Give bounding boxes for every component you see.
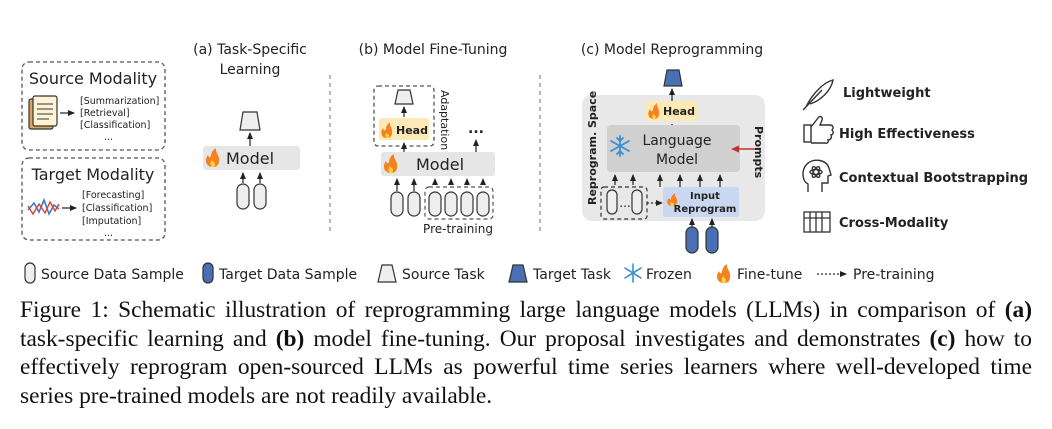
head-atom-icon: [802, 159, 832, 192]
legend-target-task: Target Task: [532, 267, 612, 283]
property-contextual: Contextual Bootstrapping: [839, 171, 1028, 186]
legend-target-task-icon: [508, 264, 528, 283]
panel-a-model-label: Model: [226, 149, 274, 168]
pretraining-label: Pre-training: [423, 222, 493, 236]
schematic-diagram: Source Modality [Summarization] [Retriev…: [21, 42, 1028, 284]
snowflake-icon: [610, 135, 630, 157]
model-block: [381, 152, 495, 176]
feather-icon: [802, 79, 834, 111]
flame-icon: [383, 154, 398, 173]
source-task-1: [Summarization]: [80, 96, 159, 107]
legend: Source Data Sample Target Data Sample So…: [24, 262, 935, 284]
panel-c-title: (c) Model Reprogramming: [581, 42, 763, 58]
target-task-1: [Forecasting]: [82, 190, 144, 201]
flame-icon: [648, 103, 660, 119]
source-modality-title: Source Modality: [29, 69, 157, 88]
thumbs-up-icon: [803, 115, 834, 144]
legend-target-sample: Target Data Sample: [218, 267, 357, 283]
language-model-block: [607, 125, 740, 172]
panel-b-model-label: Model: [416, 155, 464, 174]
source-sample-pill: [253, 183, 267, 210]
property-cross-modality: Cross-Modality: [839, 216, 949, 231]
panel-a: (a) Task-Specific Learning Model: [193, 42, 307, 210]
legend-source-sample: Source Data Sample: [41, 267, 184, 283]
panel-a-title-line1: (a) Task-Specific: [193, 42, 307, 58]
source-task-3: [Classification]: [80, 120, 150, 131]
target-task-3: [Imputation]: [82, 216, 141, 227]
target-modality-title: Target Modality: [31, 165, 155, 184]
target-task-trapezoid-icon: [663, 69, 683, 87]
source-sample-pill: [631, 189, 643, 215]
legend-pretraining: Pre-training: [853, 267, 935, 283]
legend-source-sample-icon: [24, 262, 36, 284]
legend-target-sample-icon: [202, 262, 214, 284]
source-sample-pill: [390, 191, 404, 217]
property-effectiveness: High Effectiveness: [839, 127, 975, 142]
lm-line2: Model: [656, 152, 698, 168]
source-task-2: [Retrieval]: [80, 108, 130, 119]
adaptation-label: Adaptation: [438, 90, 451, 150]
source-sample-pill: [236, 183, 250, 210]
properties-list: Lightweight High Effectiveness Contextua…: [802, 79, 1028, 233]
source-modality-box: Source Modality [Summarization] [Retriev…: [21, 61, 166, 151]
legend-flame-icon: [716, 264, 731, 283]
input-reprogram-line1: Input: [690, 191, 720, 202]
source-task-more: ...: [104, 132, 113, 143]
caption-part: model fine-tuning. Our proposal investig…: [304, 325, 930, 352]
token-dots: ...: [619, 196, 630, 210]
target-sample-pill: [705, 226, 719, 254]
panel-b-title: (b) Model Fine-Tuning: [359, 42, 508, 58]
source-sample-pill: [407, 191, 421, 217]
cross-modality-icon: [803, 211, 831, 233]
legend-finetune: Fine-tune: [737, 267, 802, 283]
input-reprogram-line2: Reprogram: [674, 204, 737, 215]
legend-frozen: Frozen: [646, 267, 692, 283]
source-sample-pill: [460, 191, 474, 217]
head-block: [646, 101, 697, 121]
caption-bold: (c): [929, 325, 956, 352]
legend-snowflake-icon: [624, 263, 642, 283]
panel-c-head-label: Head: [663, 105, 695, 118]
lm-line1: Language: [642, 133, 711, 149]
panel-b-ellipsis: ...: [468, 121, 484, 137]
legend-source-task: Source Task: [402, 267, 486, 283]
panel-c: (c) Model Reprogramming Reprogram. Space…: [581, 42, 765, 254]
prompts-label: Prompts: [752, 126, 765, 179]
document-icon: [28, 95, 58, 130]
caption-part: task-specific learning and: [20, 325, 276, 352]
input-reprogram-block: [663, 187, 739, 217]
source-sample-pill: [476, 191, 490, 217]
panel-b-head-label: Head: [396, 124, 428, 137]
target-task-2: [Classification]: [82, 203, 152, 214]
legend-source-task-icon: [377, 264, 397, 283]
panel-a-title-line2: Learning: [220, 62, 281, 78]
pretraining-box: [424, 186, 494, 220]
flame-icon: [667, 193, 678, 206]
source-task-trapezoid-icon: [394, 89, 414, 105]
model-block: [203, 146, 300, 170]
flame-icon: [205, 148, 220, 167]
caption-part: Figure 1: Schematic illustration of repr…: [20, 297, 1005, 323]
caption-bold: (a): [1004, 297, 1032, 323]
figure-caption: Figure 1: Schematic illustration of repr…: [20, 296, 1032, 410]
target-modality-box: Target Modality [Forecasting] [Classific…: [21, 157, 166, 241]
property-lightweight: Lightweight: [843, 86, 931, 101]
time-series-icon: [27, 197, 60, 216]
target-task-more: ...: [104, 228, 113, 239]
source-sample-pill: [606, 189, 618, 215]
flame-icon: [381, 122, 393, 138]
source-sample-pill: [444, 191, 458, 217]
caption-bold: (b): [275, 325, 305, 352]
target-sample-pill: [685, 226, 699, 254]
caption-part: how to effectively reprogram open-source…: [20, 325, 1032, 409]
source-sample-pill: [428, 191, 442, 217]
panel-b: (b) Model Fine-Tuning Adaptation Head ..…: [359, 42, 508, 236]
reprogram-space-label: Reprogram. Space: [586, 91, 599, 205]
source-task-trapezoid-icon: [239, 111, 261, 131]
